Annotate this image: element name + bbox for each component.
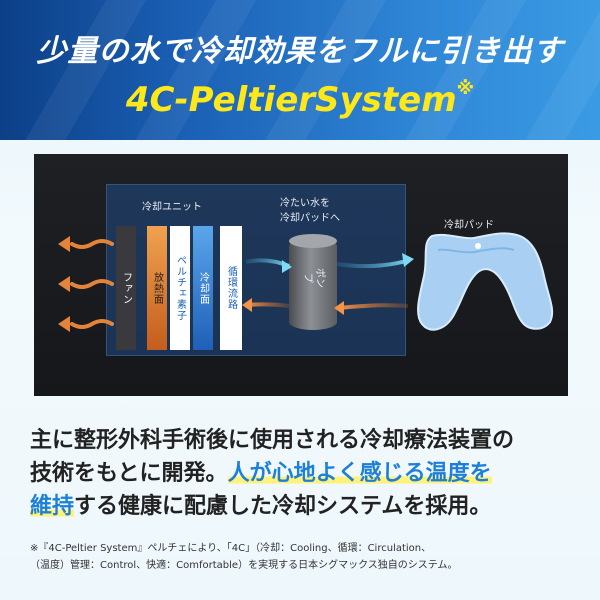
highlight-comfort: 人が心地よく感じる温度を: [227, 461, 492, 486]
warm-arrow-in: [338, 303, 409, 310]
cooling-pad-label: 冷却パッド: [444, 220, 494, 231]
warm-arrow-out: [245, 302, 290, 308]
cooling-pad-icon: [417, 232, 554, 331]
pump-top: [289, 234, 337, 248]
radiator-label: 放熱面: [151, 271, 163, 305]
fan-label: ファン: [120, 271, 132, 305]
circulation-label: 循環流路: [225, 266, 237, 310]
peltier-bar: ペルチェ素子: [170, 226, 190, 350]
radiator-bar: 放熱面: [147, 226, 167, 350]
highlight-maintain: 維持: [30, 494, 75, 519]
footnote: ※『4C-Peltier System』ペルチェにより、「4C」（冷却：Cool…: [30, 540, 580, 574]
system-title: 4C-PeltierSystem※: [0, 78, 600, 120]
flow-label-line2: 冷却パッドへ: [280, 213, 340, 224]
description-line-1: 主に整形外科手術後に使用される冷却療法装置の: [30, 428, 515, 453]
description-line-3: 維持する健康に配慮した冷却システムを採用。: [30, 490, 578, 523]
flow-label-line1: 冷たい水を: [280, 198, 330, 209]
header-banner: 少量の水で冷却効果をフルに引き出す 4C-PeltierSystem※: [0, 0, 600, 140]
description-line-3-text: する健康に配慮した冷却システムを採用。: [74, 494, 492, 519]
cooling-surface-label: 冷却面: [197, 271, 209, 305]
cooling-unit-label: 冷却ユニット: [142, 202, 202, 213]
description-text: 主に整形外科手術後に使用される冷却療法装置の 技術をもとに開発。人が心地よく感じ…: [30, 424, 578, 523]
system-name: 4C-PeltierSystem: [125, 80, 457, 120]
pump-cylinder: [289, 238, 337, 330]
peltier-label: ペルチェ素子: [174, 255, 186, 321]
description-line-2: 技術をもとに開発。人が心地よく感じる温度を: [30, 457, 578, 490]
footnote-line-2: （温度）管理：Control、快適：Comfortable）を実現する日本シグマ…: [30, 560, 458, 571]
circulation-bar: 循環流路: [220, 226, 242, 350]
description-line-2-text: 技術をもとに開発。: [30, 461, 228, 486]
headline: 少量の水で冷却効果をフルに引き出す: [36, 34, 564, 69]
heat-wave-icon: [70, 239, 114, 329]
cooling-diagram: 冷却ユニット 冷たい水を 冷却パッドへ 冷却パッド ファン 放熱面 ペルチェ素子…: [34, 154, 568, 396]
note-mark: ※: [456, 78, 475, 99]
diagram-arrows: [58, 232, 554, 332]
cold-arrow-out: [336, 258, 411, 269]
footnote-line-1: ※『4C-Peltier System』ペルチェにより、「4C」（冷却：Cool…: [30, 543, 432, 554]
fan-bar: ファン: [116, 226, 136, 350]
cooling-surface-bar: 冷却面: [193, 226, 213, 350]
